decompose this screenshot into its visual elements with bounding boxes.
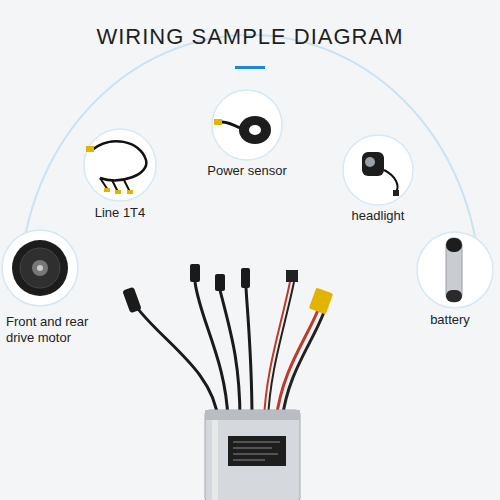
label-text: battery bbox=[405, 312, 495, 328]
component-label: Line 1T4 bbox=[70, 205, 170, 221]
diagram-title: WIRING SAMPLE DIAGRAM bbox=[0, 24, 500, 50]
label-text: Front and rear drive motor bbox=[6, 314, 116, 346]
label-text: headlight bbox=[318, 208, 438, 224]
label-text: Line 1T4 bbox=[70, 205, 170, 221]
label-text: Power sensor bbox=[187, 163, 307, 179]
component-label: Power sensor bbox=[187, 163, 307, 179]
component-label: Front and rear drive motor bbox=[6, 314, 116, 346]
component-label: headlight bbox=[318, 208, 438, 224]
component-label: battery bbox=[405, 312, 495, 328]
